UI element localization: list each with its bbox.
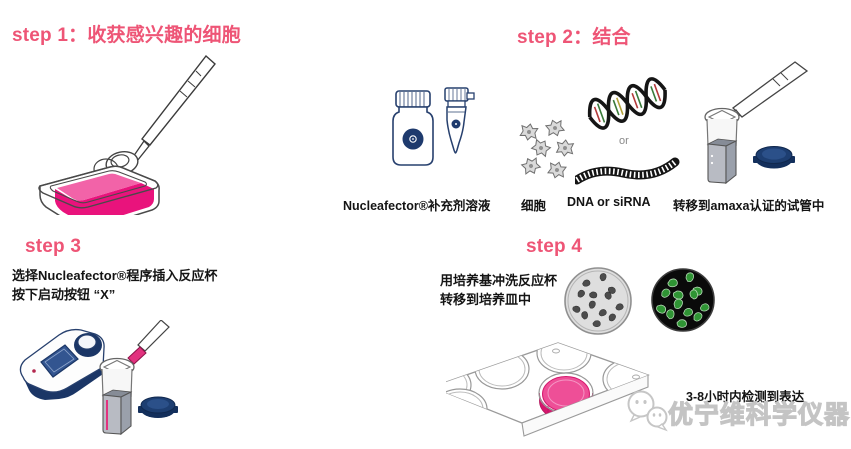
nucleofector-device	[19, 328, 105, 400]
dna-sirna-illustration: or	[575, 77, 680, 185]
microtube	[444, 87, 475, 154]
label-transfer-cuvette: 转移到amaxa认证的试管中	[673, 199, 825, 213]
watermark-text: 优宁维科学仪器	[667, 400, 851, 429]
cuvette-pipette-illustration	[704, 61, 809, 185]
or-label: or	[619, 135, 629, 147]
watermark: 优宁维科学仪器	[622, 386, 851, 448]
fluorescence-dish	[651, 268, 715, 332]
cuvette-cap	[138, 396, 178, 418]
brightfield-dish	[564, 267, 632, 335]
cells-illustration	[519, 118, 575, 181]
microscopy-dishes-illustration	[564, 267, 715, 335]
step4-instruction-line2: 转移到培养皿中	[440, 292, 532, 307]
step1-title: step 1：收获感兴趣的细胞	[12, 25, 241, 46]
cuvette-with-sample	[99, 320, 170, 436]
step3-instruction-line1: 选择Nucleafector®程序插入反应杯	[12, 268, 218, 283]
step3-title: step 3	[25, 236, 82, 257]
label-cells: 细胞	[521, 199, 547, 213]
sirna-strand	[575, 157, 680, 185]
step4-result-text: 3-8小时内检测到表达	[686, 390, 805, 404]
dna-helix	[587, 77, 667, 130]
culture-flask-illustration	[38, 55, 216, 215]
wechat-logo-icon	[627, 390, 668, 432]
step4-instruction-line1: 用培养基冲洗反应杯	[440, 273, 558, 288]
supplement-vials-illustration	[392, 87, 475, 166]
device-screen	[40, 344, 79, 378]
step4-title: step 4	[526, 236, 583, 257]
device-button	[32, 369, 36, 373]
cuvette-cap	[753, 146, 795, 169]
label-supplement: Nucleafector®补充剂溶液	[343, 199, 491, 213]
nucleofector-device-illustration	[19, 320, 178, 436]
label-dna-sirna: DNA or siRNA	[567, 195, 651, 209]
bottle	[392, 90, 434, 166]
step2-title: step 2：结合	[517, 27, 631, 48]
well-plate-illustration	[446, 342, 650, 437]
step3-instruction-line2: 按下启动按钮 “X”	[12, 287, 116, 302]
